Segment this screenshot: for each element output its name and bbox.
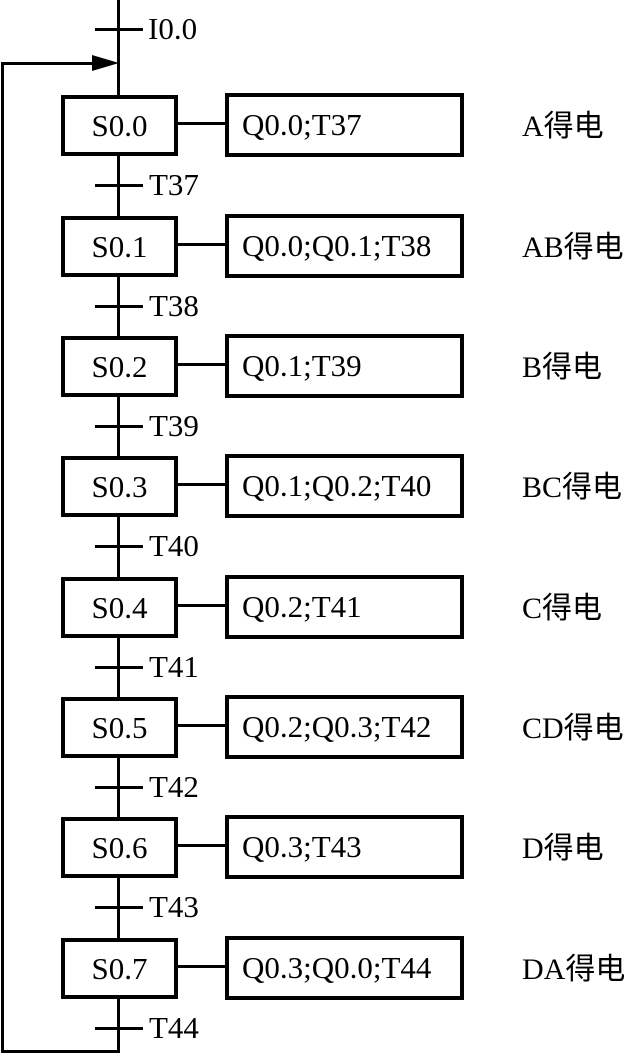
initial-transition-label: I0.0: [148, 11, 198, 46]
transition-label: T41: [149, 649, 199, 684]
main-flow-line: [117, 0, 120, 1053]
state-box: S0.4: [61, 577, 178, 638]
action-label: Q0.1;T39: [242, 348, 362, 383]
state-label: S0.5: [91, 709, 148, 745]
connector-line: [176, 363, 227, 366]
connector-line: [176, 724, 227, 727]
state-box: S0.3: [61, 456, 178, 517]
sfc-row: S0.5 Q0.2;Q0.3;T42 CD得电 T42: [0, 695, 624, 818]
row-annotation: C得电: [522, 592, 603, 625]
action-box: Q0.2;T41: [225, 575, 464, 639]
transition-bar: [95, 545, 143, 548]
transition-bar: [95, 425, 143, 428]
loopback-return-line: [1, 62, 96, 65]
connector-line: [176, 965, 227, 968]
connector-line: [176, 122, 227, 125]
action-box: Q0.3;Q0.0;T44: [225, 936, 464, 1000]
transition-bar: [95, 1027, 143, 1030]
action-label: Q0.0;Q0.1;T38: [242, 228, 432, 263]
action-box: Q0.0;T37: [225, 93, 464, 157]
state-label: S0.3: [91, 468, 148, 504]
action-label: Q0.0;T37: [242, 107, 362, 142]
transition-bar: [95, 666, 143, 669]
connector-line: [176, 483, 227, 486]
row-annotation: B得电: [522, 351, 603, 384]
action-box: Q0.1;Q0.2;T40: [225, 454, 464, 518]
sfc-row: S0.6 Q0.3;T43 D得电 T43: [0, 815, 624, 938]
row-annotation: DA得电: [522, 953, 624, 986]
state-label: S0.4: [91, 589, 148, 625]
connector-line: [176, 243, 227, 246]
state-box: S0.0: [61, 95, 178, 156]
connector-line: [176, 844, 227, 847]
row-annotation: BC得电: [522, 471, 623, 504]
state-box: S0.1: [61, 216, 178, 277]
state-label: S0.1: [91, 228, 148, 264]
sfc-row: S0.0 Q0.0;T37 A得电 T37: [0, 93, 624, 216]
action-label: Q0.2;T41: [242, 589, 362, 624]
transition-bar: [95, 305, 143, 308]
transition-label: T43: [149, 889, 199, 924]
transition-label: T44: [149, 1010, 199, 1045]
action-box: Q0.0;Q0.1;T38: [225, 214, 464, 278]
transition-bar: [95, 184, 143, 187]
transition-label: T42: [149, 769, 199, 804]
action-label: Q0.3;Q0.0;T44: [242, 950, 432, 985]
row-annotation: CD得电: [522, 712, 624, 745]
state-label: S0.7: [91, 950, 148, 986]
state-label: S0.2: [91, 348, 148, 384]
row-annotation: D得电: [522, 832, 604, 865]
sfc-row: S0.3 Q0.1;Q0.2;T40 BC得电 T40: [0, 454, 624, 577]
connector-line: [176, 604, 227, 607]
state-label: S0.0: [91, 107, 148, 143]
loopback-arrowhead-icon: [92, 55, 119, 71]
initial-transition-bar: [95, 28, 143, 31]
state-label: S0.6: [91, 829, 148, 865]
row-annotation: A得电: [522, 110, 604, 143]
action-box: Q0.1;T39: [225, 334, 464, 398]
loopback-bottom-line: [1, 1050, 120, 1053]
state-box: S0.6: [61, 817, 178, 878]
transition-label: T40: [149, 528, 199, 563]
transition-label: T38: [149, 288, 199, 323]
row-annotation: AB得电: [522, 231, 624, 264]
state-box: S0.7: [61, 938, 178, 999]
transition-bar: [95, 906, 143, 909]
action-label: Q0.2;Q0.3;T42: [242, 709, 432, 744]
loopback-left-rail: [1, 62, 4, 1053]
transition-label: T37: [149, 167, 199, 202]
transition-label: T39: [149, 408, 199, 443]
action-label: Q0.3;T43: [242, 829, 362, 864]
sfc-row: S0.7 Q0.3;Q0.0;T44 DA得电 T44: [0, 936, 624, 1056]
action-label: Q0.1;Q0.2;T40: [242, 468, 432, 503]
state-box: S0.2: [61, 336, 178, 397]
sfc-row: S0.2 Q0.1;T39 B得电 T39: [0, 334, 624, 457]
sfc-row: S0.1 Q0.0;Q0.1;T38 AB得电 T38: [0, 214, 624, 337]
action-box: Q0.2;Q0.3;T42: [225, 695, 464, 759]
state-box: S0.5: [61, 697, 178, 758]
sfc-row: S0.4 Q0.2;T41 C得电 T41: [0, 575, 624, 698]
action-box: Q0.3;T43: [225, 815, 464, 879]
transition-bar: [95, 786, 143, 789]
